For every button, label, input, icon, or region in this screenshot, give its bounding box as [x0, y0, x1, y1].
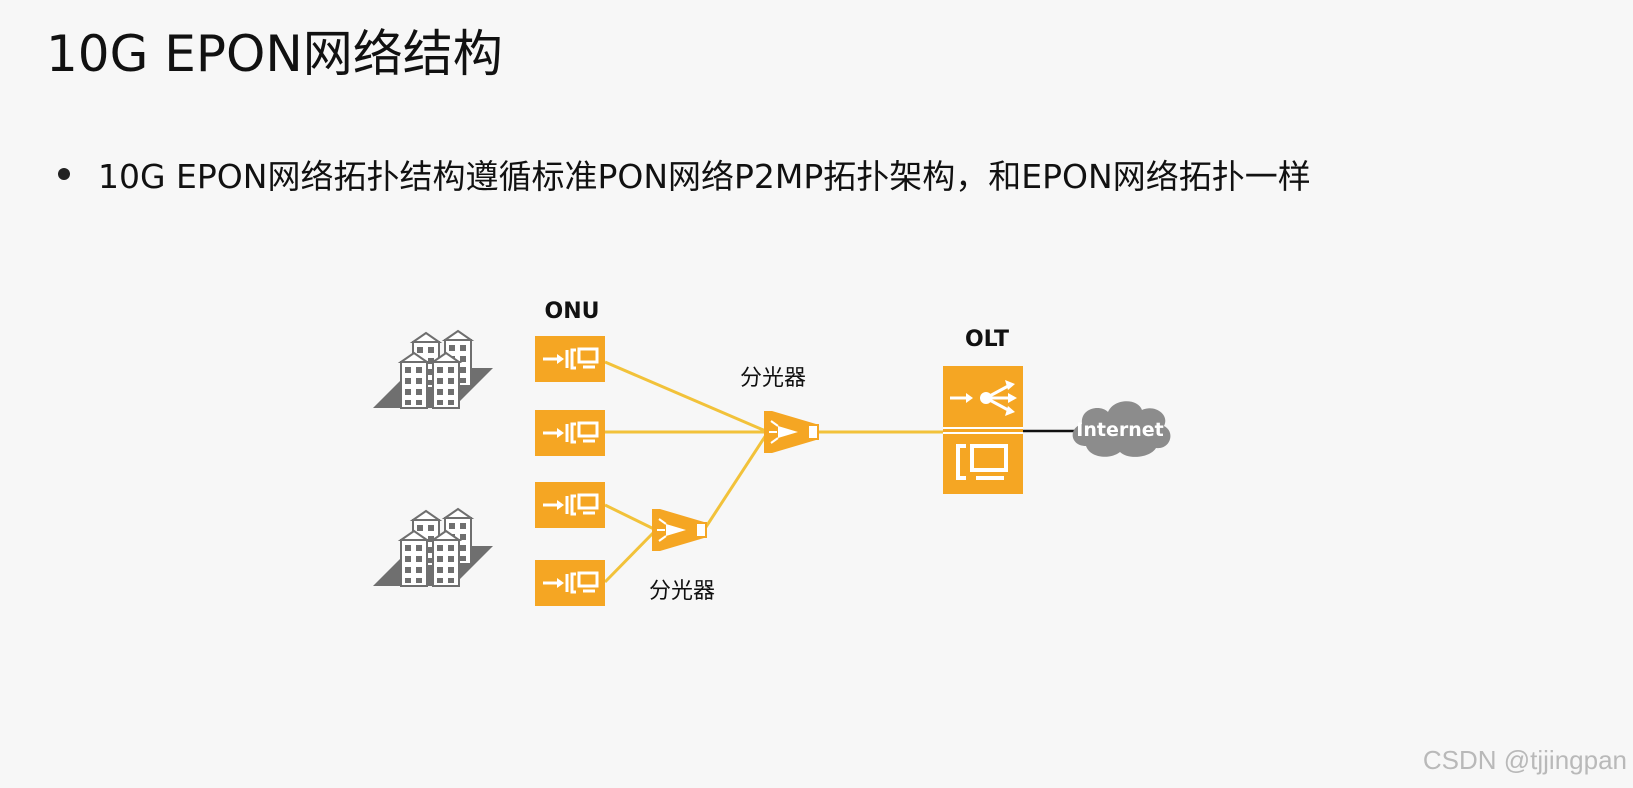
bullet-dot-icon: [58, 168, 70, 180]
onu-device-icon: [533, 558, 607, 608]
onu-device-icon: [533, 480, 607, 530]
olt-label: OLT: [965, 327, 1009, 352]
splitter-bottom-label: 分光器: [649, 579, 715, 604]
bullet-text: 10G EPON网络拓扑结构遵循标准PON网络P2MP拓扑架构，和EPON网络拓…: [98, 157, 1311, 196]
splitter-top-label: 分光器: [740, 366, 806, 391]
building-cluster-icon: [373, 331, 493, 408]
optical-splitter-icon: [651, 508, 707, 552]
fiber-onu4-splitter2: [603, 528, 658, 584]
watermark: CSDN @tjjingpan: [1422, 745, 1627, 775]
bullet-item: 10G EPON网络拓扑结构遵循标准PON网络P2MP拓扑架构，和EPON网络拓…: [58, 150, 1311, 198]
fiber-splitter2-splitter1: [702, 431, 770, 531]
fiber-onu3-splitter2: [604, 503, 657, 532]
building-cluster-icon: [373, 509, 493, 586]
internet-label: Internet: [1076, 419, 1163, 441]
olt-device-icon: [943, 366, 1023, 494]
fiber-links: [603, 360, 943, 584]
onu-device-icon: [533, 334, 607, 384]
fiber-onu1-splitter1: [604, 360, 769, 434]
onu-label: ONU: [545, 299, 600, 324]
internet-cloud-icon: Internet: [1072, 401, 1171, 457]
optical-splitter-icon: [763, 410, 819, 454]
onu-device-icon: [533, 408, 607, 458]
slide-title: 10G EPON网络结构: [46, 25, 503, 83]
